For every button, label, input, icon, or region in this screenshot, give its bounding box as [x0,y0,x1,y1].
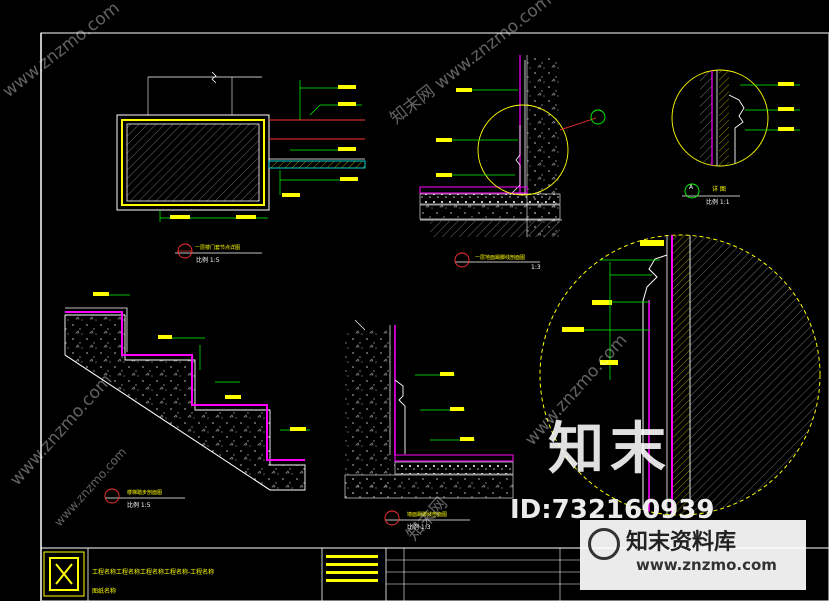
detail-a-scale: 比例 1:1 [706,199,730,206]
watermark-url: www.znzmo.com [636,556,777,574]
plan-detail-title: 一层楼门套节点详图 [195,245,241,251]
stair-section-title: 楼梯踏步剖面图 [127,490,163,496]
detail-a-title: 详 图 [712,186,726,193]
skirting-section-scale: 1:3 [531,264,541,271]
skirting-section-drawing [419,55,606,268]
watermark-brand-big: 知末 [548,417,672,482]
watermark-id: ID:732160939 [510,495,715,525]
brand-logo-icon [588,528,620,560]
title-block-sub: 图纸名称 [92,588,117,595]
title-block [40,547,829,601]
stair-section-drawing [64,292,310,504]
plan-detail-scale: 比例 1:5 [196,257,220,264]
watermark-badge [580,520,806,590]
wall-base-section-title: 墙面踢脚线剖面图 [407,512,448,518]
wall-base-section-scale: 比例 1:3 [407,524,431,531]
skirting-section-title: 一层地面踢脚线剖面图 [475,255,526,261]
detail-a-drawing [671,69,800,199]
plan-detail-drawing [116,71,366,259]
watermark-brand-small: 知末资料库 [626,530,737,555]
title-block-project: 工程名称工程名称工程名称工程名称-工程名称 [92,569,215,576]
wall-base-section-drawing [344,319,514,526]
stair-section-scale: 比例 1:5 [127,502,151,509]
detail-a-label: A [689,184,694,191]
